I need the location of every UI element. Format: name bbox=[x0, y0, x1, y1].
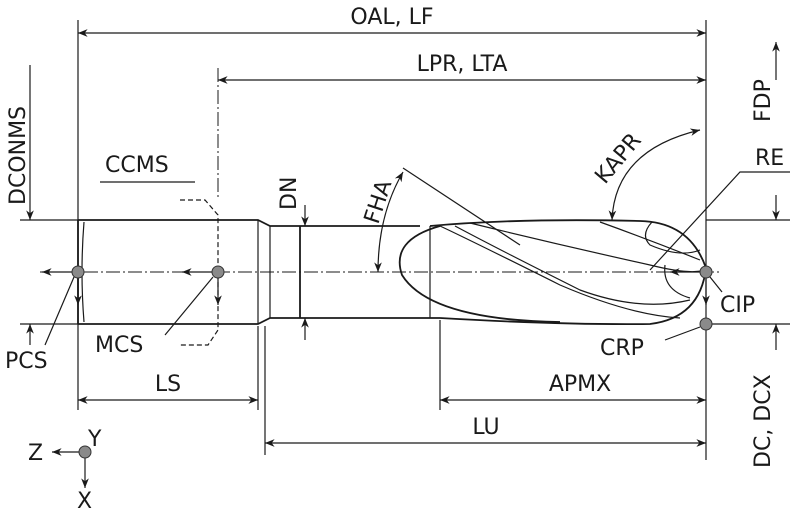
lu-label: LU bbox=[472, 415, 499, 440]
crp-label: CRP bbox=[600, 336, 644, 361]
mcs-label: MCS bbox=[95, 333, 143, 358]
shank-bottom-edge bbox=[78, 317, 440, 325]
crp-point bbox=[699, 317, 713, 331]
lpr-label: LPR, LTA bbox=[417, 52, 508, 77]
axis-z-label: Z bbox=[28, 441, 43, 466]
pcs-label: PCS bbox=[5, 349, 48, 374]
shank-top-edge bbox=[78, 219, 420, 227]
mcs-point bbox=[164, 265, 225, 336]
kapr-label: KAPR bbox=[590, 129, 646, 189]
axis-x-label: X bbox=[77, 489, 92, 511]
dc-label: DC, DCX bbox=[751, 374, 776, 468]
axis-y-label: Y bbox=[87, 427, 102, 452]
fha-label: FHA bbox=[360, 177, 397, 227]
pcs-point bbox=[41, 265, 85, 346]
ccms-label: CCMS bbox=[105, 153, 169, 178]
axis-triad-icon bbox=[51, 445, 92, 488]
cip-label: CIP bbox=[720, 293, 755, 318]
cip-point bbox=[669, 265, 723, 305]
ls-label: LS bbox=[155, 372, 181, 397]
dconms-label: DCONMS bbox=[6, 106, 31, 205]
fdp-label: FDP bbox=[751, 79, 776, 122]
dn-label: DN bbox=[277, 177, 302, 210]
re-label: RE bbox=[755, 146, 784, 171]
oal-label: OAL, LF bbox=[350, 5, 433, 30]
apmx-label: APMX bbox=[549, 372, 611, 397]
